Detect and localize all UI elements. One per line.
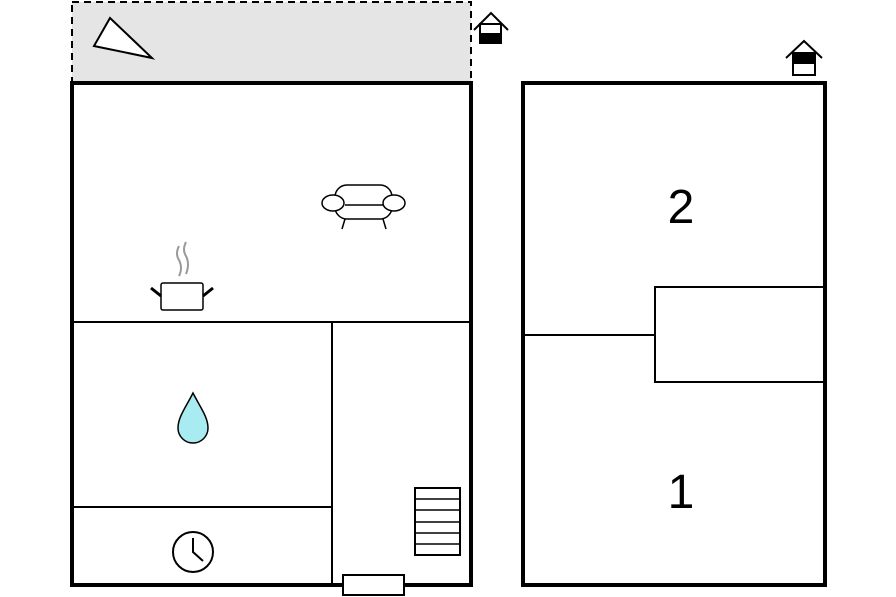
sofa-icon bbox=[321, 184, 406, 230]
room-number-2: 2 bbox=[668, 181, 695, 234]
house-entry-icon bbox=[473, 11, 509, 44]
stairs-icon bbox=[414, 487, 461, 556]
cooking-pot-icon bbox=[150, 241, 214, 311]
terrace bbox=[71, 1, 472, 83]
house-entry-icon bbox=[785, 39, 823, 76]
ground-floor bbox=[70, 81, 473, 587]
sun-lounger-icon bbox=[92, 16, 156, 60]
entrance-door-icon bbox=[342, 574, 405, 596]
upper-floor bbox=[521, 81, 827, 587]
water-drop-icon bbox=[177, 391, 209, 444]
room-number-1: 1 bbox=[668, 466, 695, 519]
clock-icon bbox=[172, 531, 214, 573]
